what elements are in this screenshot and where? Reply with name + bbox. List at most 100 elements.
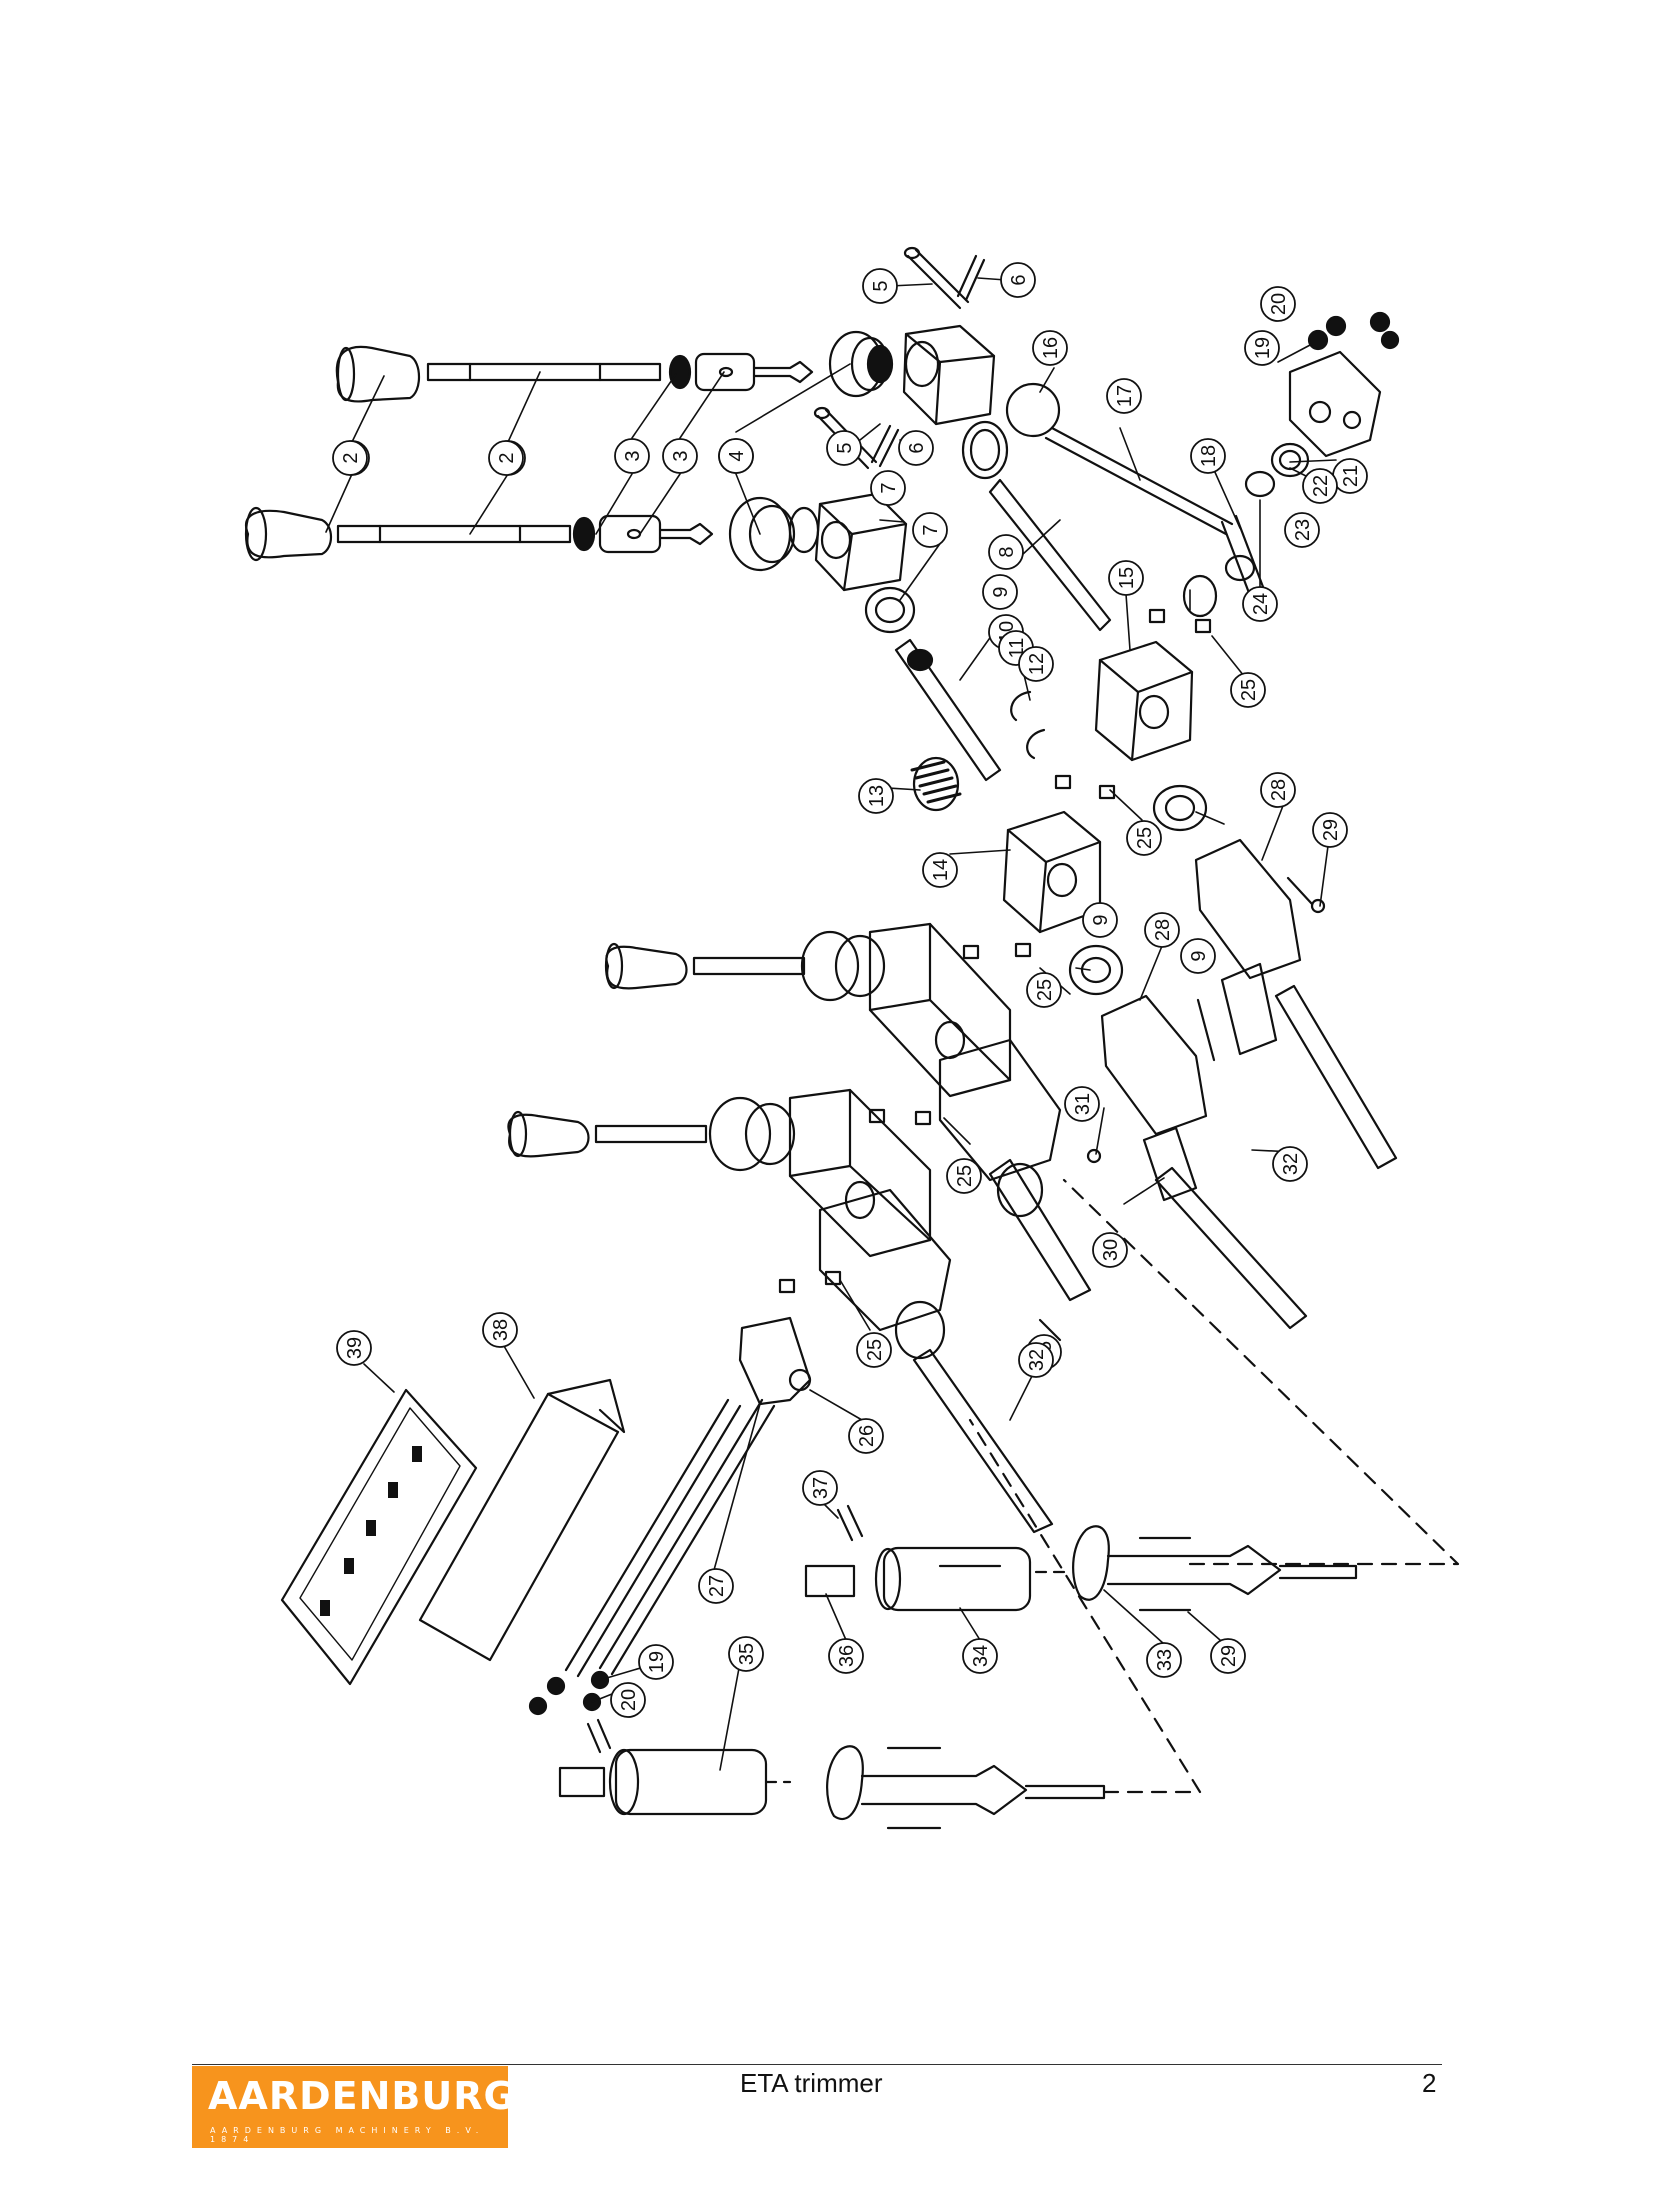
callout-number: 18 [1198,445,1220,467]
callout-number: 3 [622,450,644,461]
callout-circle [638,1644,674,1680]
callout-circle [1260,772,1296,808]
callout-circle [1126,820,1162,856]
callout-25: 25 [856,1332,892,1368]
callout-number: 36 [836,1645,858,1667]
main-housing-chain [507,784,1398,1534]
logo-wordmark: AARDENBURG [208,2074,516,2118]
callout-number: 24 [1250,593,1272,615]
callout-circle [988,534,1024,570]
callout-39: 39 [336,1330,372,1366]
callout-number: 34 [970,1645,992,1667]
callout-23: 23 [1284,512,1320,548]
callout-number: 32 [1026,1349,1048,1371]
callout-circle [946,1158,982,1194]
callout-circle [1312,812,1348,848]
callout-number: 20 [1268,293,1290,315]
callout-number: 33 [1154,1649,1176,1671]
callout-15: 15 [1108,560,1144,596]
callout-circle [1026,972,1062,1008]
callout-circle [1260,286,1296,322]
callout-28: 28 [1144,912,1180,948]
callout-number: 35 [736,1643,758,1665]
callout-32: 32 [1272,1146,1308,1182]
callout-number: 14 [930,859,952,881]
callout-12: 12 [1018,646,1054,682]
callout-circle [1146,1642,1182,1678]
callout-circle [912,512,948,548]
callout-circle [1284,512,1320,548]
callout-33: 33 [1146,1642,1182,1678]
callout-number: 21 [1340,465,1362,487]
callout-circle [802,1470,838,1506]
callout-number: 29 [1218,1645,1240,1667]
footer-rule [192,2064,1442,2065]
callout-28: 28 [1260,772,1296,808]
callout-circle [826,430,862,466]
middle-shaft-group [864,311,1400,934]
callout-number: 32 [1280,1153,1302,1175]
callout-circle [962,1638,998,1674]
callout-6: 6 [1000,262,1036,298]
aardenburg-logo: AARDENBURG AARDENBURG MACHINERY B.V. 187… [192,2066,515,2148]
callout-circle [1092,1232,1128,1268]
callout-35: 35 [728,1636,764,1672]
callout-number: 28 [1268,779,1290,801]
callout-number: 19 [646,1651,668,1673]
callout-circle [856,1332,892,1368]
bottom-assemblies [280,1178,1460,1830]
callout-number: 25 [1134,827,1156,849]
callout-number: 22 [1310,475,1332,497]
callout-13: 13 [858,778,894,814]
callout-3: 3 [662,438,698,474]
callout-5: 5 [826,430,862,466]
callout-circle [614,438,650,474]
callout-18: 18 [1190,438,1226,474]
callout-circle [1244,330,1280,366]
callout-number: 5 [870,280,892,291]
callout-circle [1018,1342,1054,1378]
lever-assembly-upper [335,246,996,426]
callout-29: 29 [1312,812,1348,848]
callout-circle [610,1682,646,1718]
callout-number: 20 [618,1689,640,1711]
callout-circle [1000,262,1036,298]
callout-number: 30 [1100,1239,1122,1261]
callout-26: 26 [848,1418,884,1454]
callout-38: 38 [482,1312,518,1348]
callout-31: 31 [1064,1086,1100,1122]
callout-number: 2 [496,452,518,463]
callout-number: 37 [810,1477,832,1499]
callout-19: 19 [638,1644,674,1680]
callout-number: 6 [906,442,928,453]
callout-number: 7 [878,482,900,493]
callout-9: 9 [1082,902,1118,938]
callout-number: 9 [1188,950,1210,961]
callout-number: 25 [954,1165,976,1187]
callout-24: 24 [1242,586,1278,622]
callout-number: 6 [1008,274,1030,285]
callout-circle [1180,938,1216,974]
callout-circle [332,440,368,476]
callout-number: 38 [490,1319,512,1341]
callout-circle [1242,586,1278,622]
callout-36: 36 [828,1638,864,1674]
callout-number: 23 [1292,519,1314,541]
callout-circle [728,1636,764,1672]
callout-17: 17 [1106,378,1142,414]
callout-7: 7 [912,512,948,548]
callout-34: 34 [962,1638,998,1674]
page-number: 2 [1422,2068,1437,2098]
callout-number: 19 [1252,337,1274,359]
callout-circle [482,1312,518,1348]
callout-7: 7 [870,470,906,506]
callout-number: 16 [1040,337,1062,359]
callout-number: 39 [344,1337,366,1359]
callout-circle [870,470,906,506]
callout-29: 29 [1210,1638,1246,1674]
callout-number: 8 [996,546,1018,557]
callout-number: 17 [1114,385,1136,407]
callout-20: 20 [1260,286,1296,322]
lever-assembly-lower [244,406,908,592]
